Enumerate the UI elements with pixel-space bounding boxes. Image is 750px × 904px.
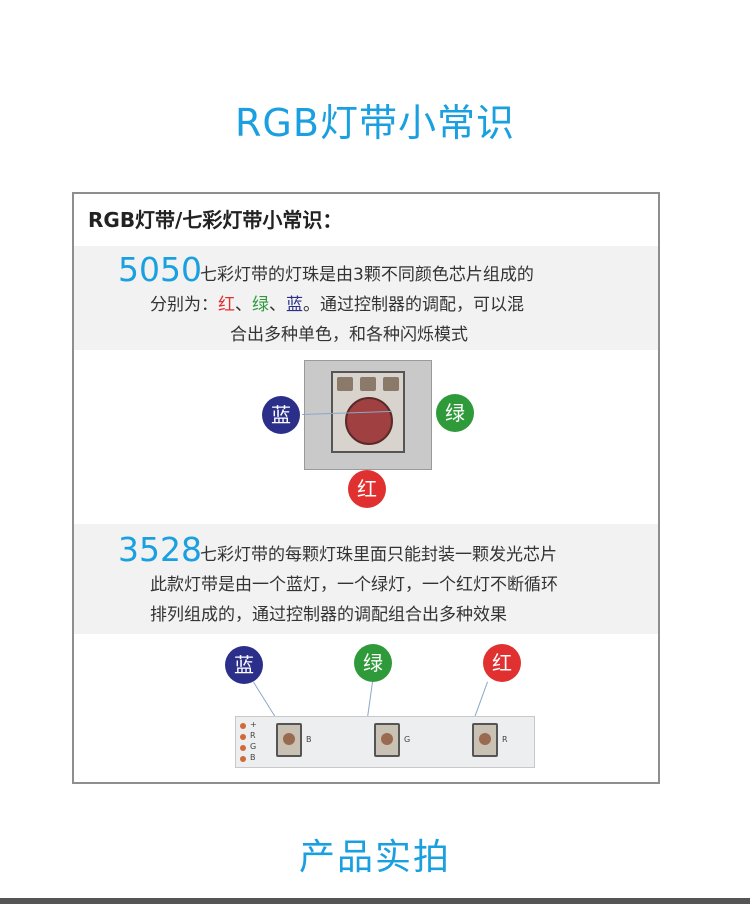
solder-pad: [240, 734, 246, 740]
color-word-red: 红: [218, 295, 235, 315]
text-5050-line1: 七彩灯带的灯珠是由3颗不同颜色芯片组成的: [200, 265, 534, 285]
badge-red: 红: [348, 470, 386, 508]
card-title: RGB灯带/七彩灯带小常识：: [88, 208, 343, 232]
led-strip-photo: + R G B B G R: [235, 716, 535, 768]
text-3528-line1: 七彩灯带的每颗灯珠里面只能封装一颗发光芯片: [200, 545, 557, 565]
chip-pad: [360, 377, 376, 391]
number-3528: 3528: [118, 530, 202, 569]
chip-pad: [383, 377, 399, 391]
badge-red-3528: 红: [483, 644, 521, 682]
badge-green: 绿: [436, 394, 474, 432]
badge-blue-3528: 蓝: [225, 646, 263, 684]
separator: 、: [235, 295, 252, 315]
chip-lens: [345, 397, 393, 445]
badge-blue: 蓝: [262, 396, 300, 434]
bottom-divider: [0, 898, 750, 904]
text-5050-line2-prefix: 分别为：: [150, 295, 218, 315]
text-5050-line3: 合出多种单色，和各种闪烁模式: [230, 325, 468, 345]
pad-label-b: B: [250, 753, 256, 762]
section-3528: 3528 七彩灯带的每颗灯珠里面只能封装一颗发光芯片 此款灯带是由一个蓝灯，一个…: [74, 524, 658, 634]
number-5050: 5050: [118, 250, 202, 289]
led-red: [472, 723, 498, 757]
solder-pad: [240, 745, 246, 751]
badge-green-3528: 绿: [354, 644, 392, 682]
chip-5050-package: [331, 371, 405, 453]
chip-5050-photo: [304, 360, 432, 470]
solder-pad: [240, 756, 246, 762]
text-5050-line2: 分别为：红、绿、蓝。通过控制器的调配，可以混: [150, 290, 524, 315]
led-green: [374, 723, 400, 757]
page-heading-bottom: 产品实拍: [298, 837, 451, 878]
pad-label-plus: +: [250, 720, 257, 729]
info-card: RGB灯带/七彩灯带小常识： 5050 七彩灯带的灯珠是由3颗不同颜色芯片组成的…: [72, 192, 660, 784]
text-5050-line2-suffix: 。通过控制器的调配，可以混: [303, 295, 524, 315]
text-3528-line3: 排列组成的，通过控制器的调配组合出多种效果: [150, 605, 507, 625]
led-label-b: B: [306, 735, 312, 744]
color-word-green: 绿: [252, 295, 269, 315]
color-word-blue: 蓝: [286, 295, 303, 315]
led-blue: [276, 723, 302, 757]
solder-pad: [240, 723, 246, 729]
separator: 、: [269, 295, 286, 315]
text-3528-line2: 此款灯带是由一个蓝灯，一个绿灯，一个红灯不断循环: [150, 575, 558, 595]
pad-label-g: G: [250, 742, 257, 751]
section-5050: 5050 七彩灯带的灯珠是由3颗不同颜色芯片组成的 分别为：红、绿、蓝。通过控制…: [74, 246, 658, 350]
chip-pad: [337, 377, 353, 391]
page-heading-top: RGB灯带小常识: [235, 101, 515, 145]
led-label-r: R: [502, 735, 508, 744]
pad-label-r: R: [250, 731, 256, 740]
led-label-g: G: [404, 735, 411, 744]
